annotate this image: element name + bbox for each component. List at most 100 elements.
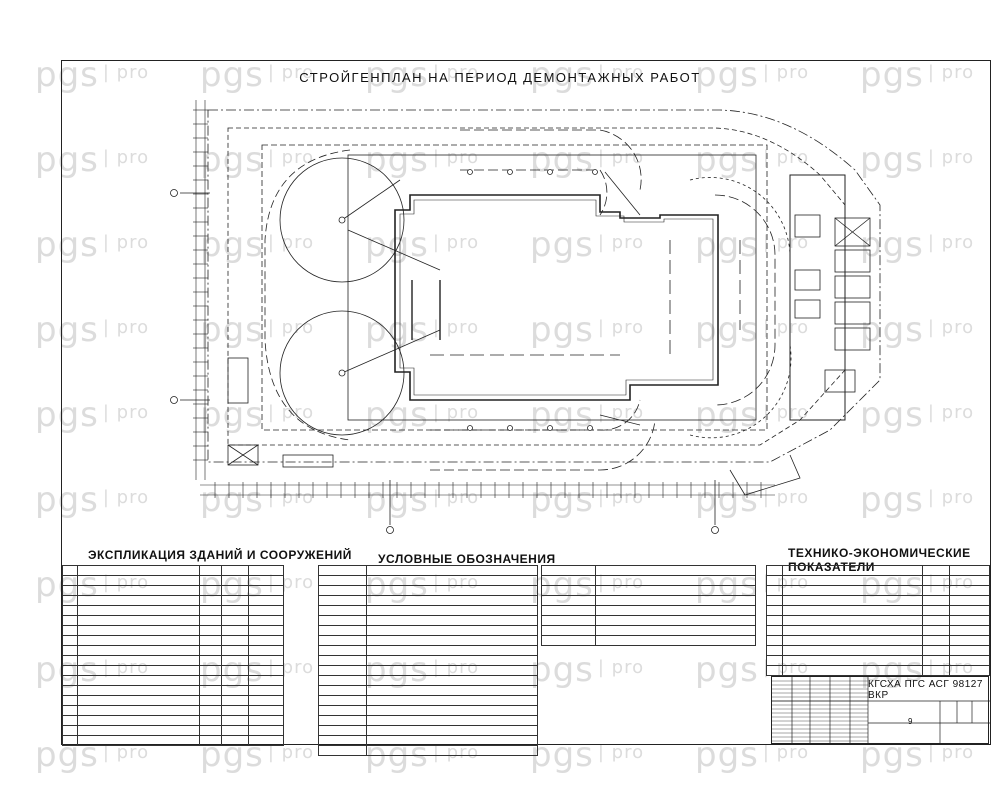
table-cell: [247, 705, 285, 716]
table-cell: [247, 575, 285, 586]
table-cell: [317, 675, 368, 686]
table-cell: [221, 625, 249, 636]
table-cell: [77, 655, 201, 666]
table-row: [61, 595, 285, 606]
table-cell: [221, 685, 249, 696]
table-cell: [247, 585, 285, 596]
table-row: [317, 615, 538, 626]
table-cell: [922, 595, 950, 606]
table-cell: [247, 715, 285, 726]
table-cell: [317, 685, 368, 696]
table-cell: [781, 575, 924, 586]
table-cell: [77, 585, 201, 596]
drawing-code: КГСХА ПГС АСГ 98127 ВКР: [868, 679, 983, 701]
table-cell: [221, 705, 249, 716]
table-cell: [221, 715, 249, 726]
table-cell: [366, 635, 538, 646]
table-cell: [948, 575, 991, 586]
table-cell: [317, 735, 368, 746]
table-cell: [199, 665, 223, 676]
table-row: [541, 625, 756, 636]
table-cell: [541, 565, 596, 576]
table-cell: [948, 625, 991, 636]
table-cell: [77, 565, 201, 576]
table-row: [766, 595, 991, 606]
table-cell: [948, 645, 991, 656]
table-cell: [317, 605, 368, 616]
table-row: [766, 655, 991, 666]
table-row: [317, 565, 538, 576]
table-cell: [948, 665, 991, 676]
table-cell: [317, 645, 368, 656]
table-cell: [594, 605, 756, 616]
table-cell: [77, 625, 201, 636]
table-cell: [199, 695, 223, 706]
table-cell: [221, 575, 249, 586]
table-row: [541, 635, 756, 646]
table-cell: [594, 585, 756, 596]
table-cell: [594, 625, 756, 636]
indicators-table: [766, 565, 991, 676]
legend-table-right: [541, 565, 756, 646]
table-cell: [366, 695, 538, 706]
table-cell: [922, 615, 950, 626]
table-cell: [199, 735, 223, 746]
table-cell: [366, 665, 538, 676]
table-row: [317, 715, 538, 726]
table-cell: [948, 655, 991, 666]
title-block-grid: [772, 677, 990, 745]
demolished-building: [394, 194, 719, 401]
table-cell: [317, 705, 368, 716]
table-cell: [221, 665, 249, 676]
table-cell: [317, 745, 368, 756]
table-cell: [781, 605, 924, 616]
table-row: [317, 625, 538, 636]
table-row: [61, 725, 285, 736]
table-row: [61, 685, 285, 696]
table-cell: [366, 735, 538, 746]
table-cell: [366, 625, 538, 636]
table-cell: [199, 645, 223, 656]
table-cell: [317, 585, 368, 596]
explication-title: ЭКСПЛИКАЦИЯ ЗДАНИЙ И СООРУЖЕНИЙ: [88, 548, 352, 562]
table-cell: [541, 595, 596, 606]
table-cell: [366, 715, 538, 726]
table-cell: [221, 605, 249, 616]
table-cell: [766, 635, 783, 646]
table-cell: [948, 605, 991, 616]
table-cell: [922, 655, 950, 666]
table-cell: [948, 585, 991, 596]
table-cell: [922, 605, 950, 616]
table-cell: [922, 585, 950, 596]
table-row: [317, 675, 538, 686]
table-row: [61, 565, 285, 576]
table-cell: [317, 695, 368, 706]
table-cell: [61, 665, 79, 676]
table-cell: [317, 665, 368, 676]
table-cell: [61, 645, 79, 656]
table-cell: [61, 585, 79, 596]
table-row: [317, 635, 538, 646]
table-cell: [77, 725, 201, 736]
temporary-fence: [227, 127, 846, 446]
table-cell: [366, 745, 538, 756]
table-cell: [317, 635, 368, 646]
table-cell: [77, 615, 201, 626]
table-row: [61, 645, 285, 656]
table-row: [61, 625, 285, 636]
table-cell: [199, 715, 223, 726]
table-cell: [594, 595, 756, 606]
table-cell: [61, 635, 79, 646]
table-row: [61, 635, 285, 646]
table-cell: [77, 695, 201, 706]
table-cell: [199, 705, 223, 716]
table-row: [61, 605, 285, 616]
table-cell: [766, 595, 783, 606]
table-row: [317, 735, 538, 746]
table-cell: [948, 615, 991, 626]
table-cell: [948, 565, 991, 576]
table-cell: [247, 595, 285, 606]
table-cell: [221, 615, 249, 626]
table-row: [541, 605, 756, 616]
table-cell: [247, 695, 285, 706]
